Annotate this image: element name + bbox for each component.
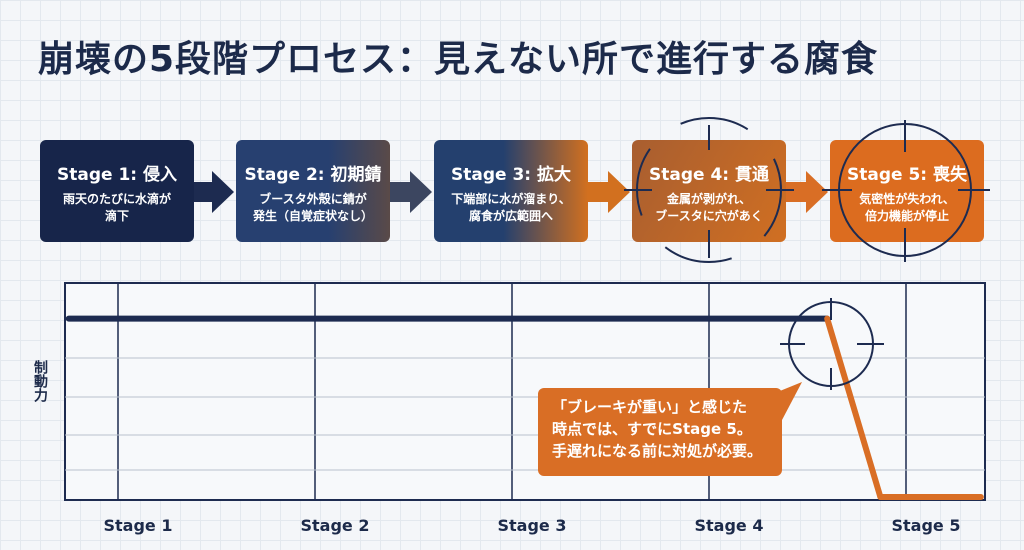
stage-desc: 金属が剥がれ、 bbox=[666, 192, 752, 206]
stage-desc: 雨天のたびに水滴が bbox=[62, 192, 171, 206]
stage-desc: ブースタ外殻に錆が bbox=[259, 192, 367, 206]
stage-desc: ブースタに穴があく bbox=[655, 209, 763, 223]
crosshair-icon bbox=[822, 120, 990, 262]
braking-force-line-segment bbox=[824, 315, 884, 500]
stage-desc: 下端部に水が溜まり、 bbox=[451, 192, 571, 206]
stage-heading: Stage 5: 喪失 bbox=[846, 165, 967, 185]
callout-line: 時点では、すでにStage 5。 bbox=[552, 420, 752, 438]
crosshair-icon bbox=[780, 298, 884, 390]
stage-4-box: Stage 4: 貫通 金属が剥がれ、ブースタに穴があく bbox=[632, 140, 786, 242]
arrow-icon bbox=[786, 182, 808, 202]
arrow-icon bbox=[608, 171, 630, 213]
stage-heading: Stage 1: 侵入 bbox=[56, 165, 177, 185]
stage-heading: Stage 2: 初期錆 bbox=[244, 165, 382, 185]
page-title: 崩壊の5段階プロセス：見えない所で進行する腐食 bbox=[38, 39, 879, 80]
stage-heading: Stage 3: 拡大 bbox=[450, 165, 571, 185]
warning-callout: 「ブレーキが重い」と感じた 時点では、すでにStage 5。 手遅れになる前に対… bbox=[538, 388, 782, 476]
stage-desc: 気密性が失われ、 bbox=[859, 192, 955, 206]
x-tick-label: Stage 5 bbox=[891, 516, 961, 535]
callout-line: 「ブレーキが重い」と感じた bbox=[552, 398, 748, 416]
stage-desc: 腐食が広範囲へ bbox=[468, 209, 553, 223]
chart-series bbox=[65, 315, 984, 500]
stage-desc: 発生（自覚症状なし） bbox=[252, 209, 373, 223]
stage-2-box: Stage 2: 初期錆 ブースタ外殻に錆が発生（自覚症状なし） bbox=[236, 140, 390, 242]
x-tick-label: Stage 1 bbox=[103, 516, 173, 535]
stage-desc: 倍力機能が停止 bbox=[864, 209, 949, 223]
arrow-icon bbox=[194, 182, 214, 202]
arrow-icon bbox=[806, 171, 828, 213]
arrow-icon bbox=[212, 171, 234, 213]
callout-line: 手遅れになる前に対処が必要。 bbox=[552, 442, 763, 460]
x-tick-label: Stage 3 bbox=[497, 516, 567, 535]
stage-desc: 滴下 bbox=[104, 209, 129, 223]
stage-3-box: Stage 3: 拡大 下端部に水が溜まり、腐食が広範囲へ bbox=[434, 140, 588, 242]
crosshair-icon bbox=[624, 117, 794, 263]
arrow-icon bbox=[410, 171, 432, 213]
x-tick-label: Stage 2 bbox=[300, 516, 370, 535]
stage-1-box: Stage 1: 侵入 雨天のたびに水滴が滴下 bbox=[40, 140, 194, 242]
y-axis-label: 制動力 bbox=[32, 360, 48, 402]
stage-heading: Stage 4: 貫通 bbox=[648, 165, 769, 185]
x-tick-label: Stage 4 bbox=[694, 516, 764, 535]
arrow-icon bbox=[588, 182, 610, 202]
arrow-icon bbox=[390, 182, 412, 202]
